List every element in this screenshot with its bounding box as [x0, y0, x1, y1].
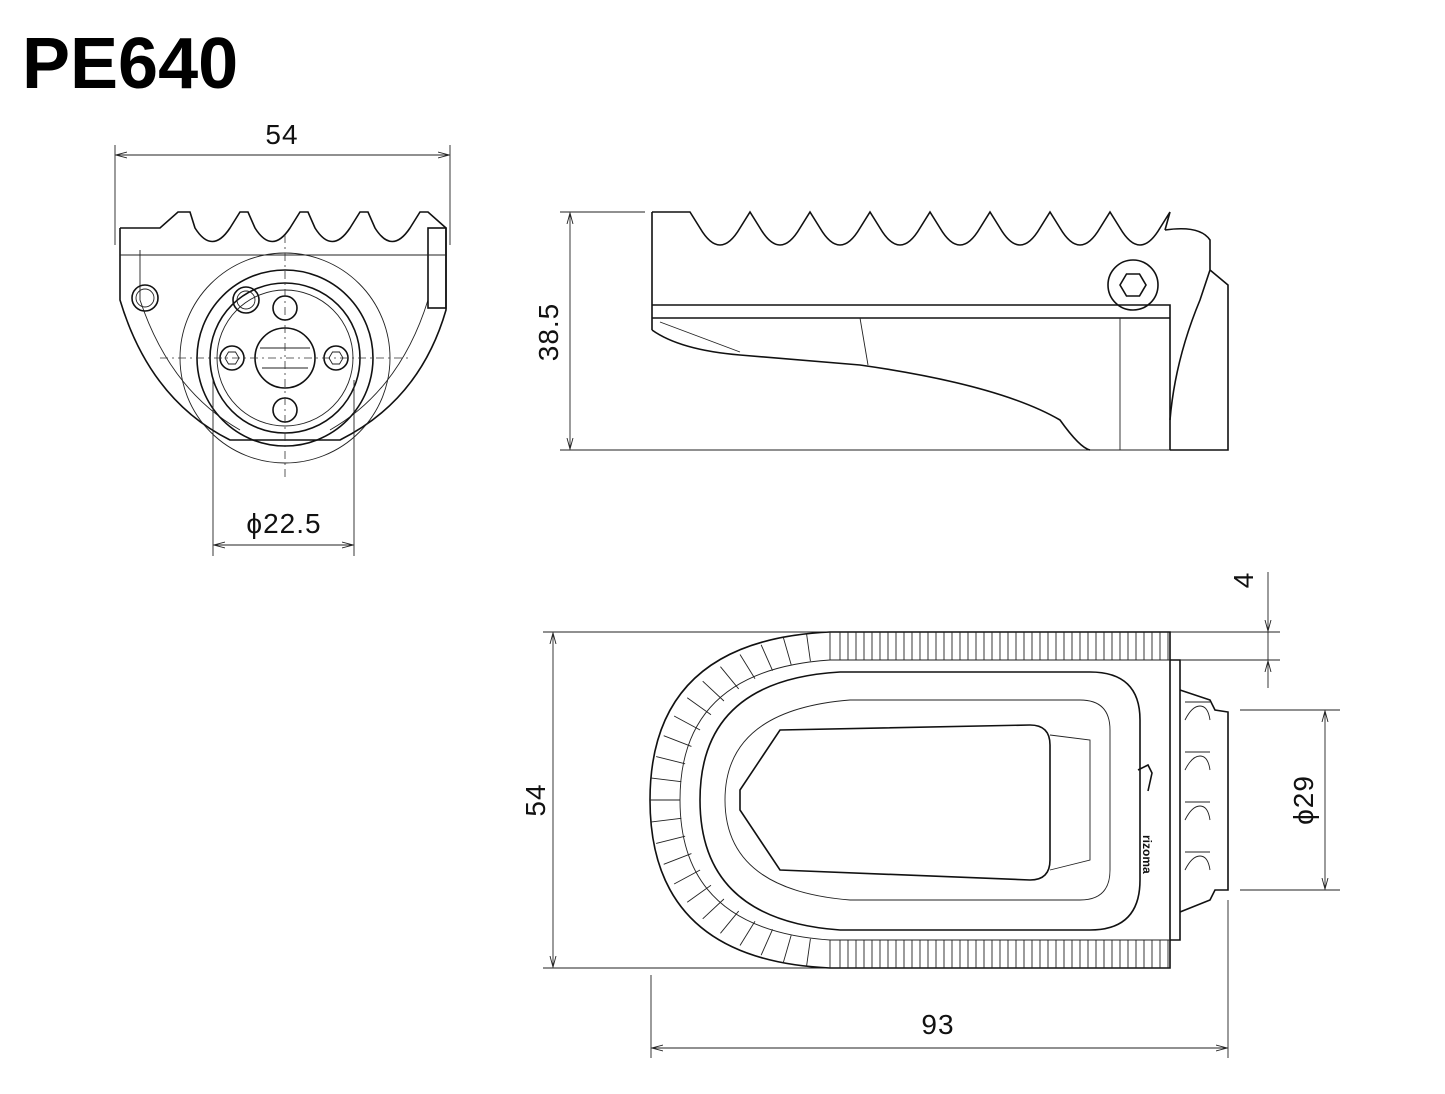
- grip-rib: [720, 910, 740, 934]
- grip-bump: [1184, 801, 1211, 821]
- grip-rib: [656, 835, 686, 844]
- top-length-label: 93: [921, 1009, 954, 1040]
- grip-rib: [686, 884, 712, 903]
- grip-rib: [663, 853, 692, 865]
- grip-rib: [673, 715, 701, 731]
- top-diameter-label: ϕ29: [1288, 775, 1319, 825]
- grip-rib: [782, 637, 792, 665]
- top-view: 54 rizoma 4 ϕ29 93: [520, 572, 1340, 1058]
- side-height-label: 38.5: [533, 303, 564, 362]
- grip-rib: [663, 735, 692, 747]
- rizoma-logo-mark: [1137, 763, 1153, 792]
- grip-rib: [673, 869, 701, 885]
- grip-rib: [702, 898, 725, 920]
- grip-rib: [739, 654, 756, 679]
- grip-rib: [760, 644, 774, 671]
- grip-rib: [656, 756, 686, 765]
- grip-rib: [739, 921, 756, 946]
- grip-bump: [1184, 701, 1211, 721]
- grip-rib: [651, 817, 682, 823]
- grip-rib: [720, 666, 740, 690]
- front-bore-label: ϕ22.5: [246, 508, 321, 539]
- grip-rib: [806, 633, 811, 662]
- grip-rib: [782, 935, 792, 963]
- grip-bump: [1184, 851, 1211, 871]
- front-view: 54 ϕ22.5: [114, 119, 451, 556]
- rizoma-logo: rizoma: [1140, 835, 1154, 874]
- side-view: 38.5: [533, 210, 1229, 451]
- grip-rib: [651, 777, 682, 783]
- product-code-title: PE640: [22, 24, 238, 104]
- top-offset-label: 4: [1228, 572, 1259, 589]
- top-width-label: 54: [520, 783, 551, 816]
- grip-rib: [686, 697, 712, 716]
- grip-rib: [806, 938, 811, 967]
- grip-bump: [1184, 751, 1211, 771]
- grip-rib: [760, 929, 774, 956]
- front-width-label: 54: [265, 119, 298, 150]
- grip-rib: [702, 680, 725, 702]
